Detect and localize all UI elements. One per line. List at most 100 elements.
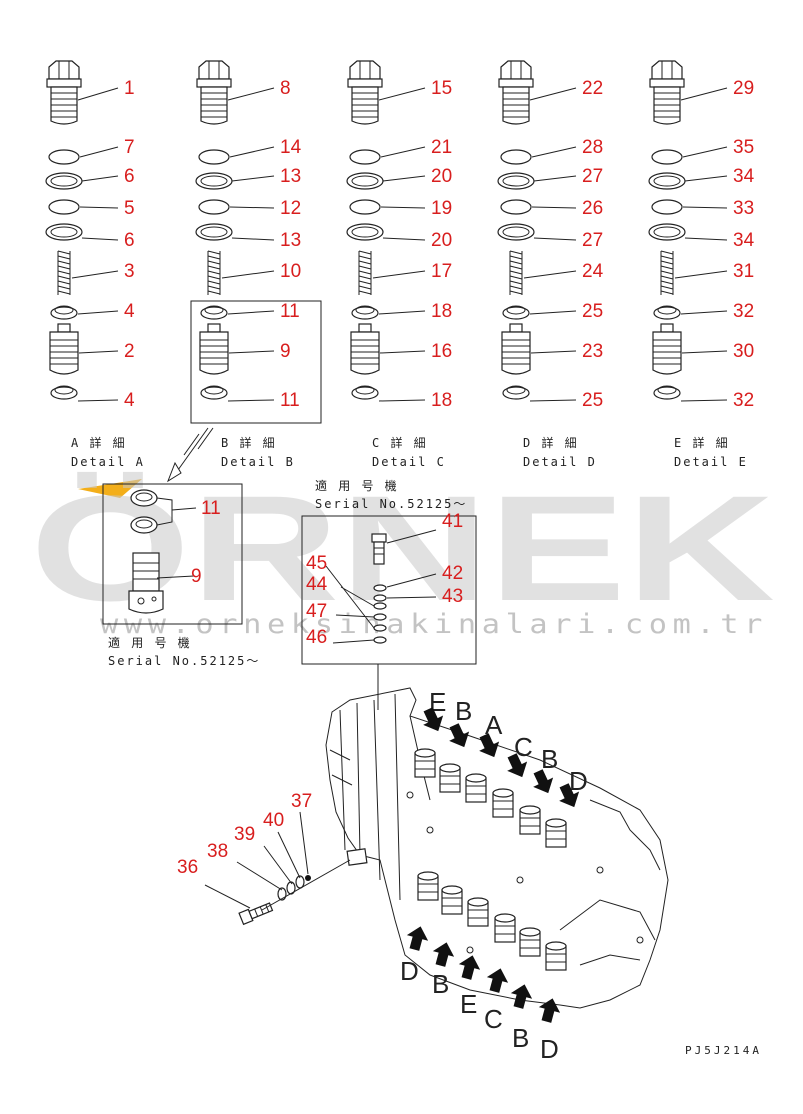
part-plug-symbol bbox=[46, 60, 82, 125]
part-seat-symbol bbox=[653, 305, 681, 320]
part-number-34: 34 bbox=[733, 166, 755, 187]
spool-symbol bbox=[492, 788, 514, 818]
detail-b-arrow-shaft bbox=[183, 427, 214, 456]
part-number-25: 25 bbox=[582, 301, 603, 322]
part-valve-symbol bbox=[501, 323, 531, 375]
part-number-2: 2 bbox=[124, 341, 135, 362]
part-spring-symbol bbox=[660, 250, 674, 296]
part-number-8: 8 bbox=[280, 78, 291, 99]
detail-b-pointer bbox=[177, 427, 209, 471]
part-backup-symbol bbox=[195, 172, 233, 190]
detail-title-jp: B 詳 細 bbox=[221, 435, 277, 450]
leader-line bbox=[681, 350, 728, 354]
detail-title-jp: E 詳 細 bbox=[674, 435, 730, 450]
part-seat-symbol bbox=[502, 305, 530, 320]
part-backup-symbol bbox=[45, 172, 83, 190]
leader-line bbox=[674, 270, 728, 279]
part-oring-symbol bbox=[500, 149, 532, 165]
part-number-14: 14 bbox=[280, 137, 302, 158]
detail-b-arrowhead bbox=[166, 461, 182, 483]
serial-jp-left: 適 用 号 機 bbox=[108, 635, 192, 650]
arrow-letter-top-a: A bbox=[485, 710, 503, 740]
arrow-letter-bottom-d: D bbox=[400, 956, 419, 986]
spool-symbol bbox=[465, 773, 487, 803]
detail-title-jp: A 詳 細 bbox=[71, 435, 127, 450]
ring-44 bbox=[373, 602, 387, 610]
part-number-20: 20 bbox=[431, 166, 452, 187]
part-backup-symbol bbox=[497, 223, 535, 241]
part-number-20: 20 bbox=[431, 230, 452, 251]
spool-symbol bbox=[414, 748, 436, 778]
part-number-44: 44 bbox=[306, 574, 328, 595]
part-spring-symbol bbox=[207, 250, 221, 296]
arrow-letter-top-b: B bbox=[455, 696, 472, 726]
detail-title-jp: C 詳 細 bbox=[372, 435, 428, 450]
part-number-30: 30 bbox=[733, 341, 754, 362]
part-spring-symbol bbox=[358, 250, 372, 296]
leader-line bbox=[533, 175, 577, 182]
part-seat-symbol bbox=[50, 305, 78, 320]
part-backup-symbol bbox=[45, 223, 83, 241]
part-number-3: 3 bbox=[124, 261, 135, 282]
leader-line bbox=[682, 146, 728, 158]
part-number-41: 41 bbox=[442, 511, 463, 532]
side-port-parts: 37 40 39 38 36 bbox=[177, 791, 351, 926]
detail-title-en: Detail B bbox=[221, 455, 295, 469]
arrow-up-icon bbox=[507, 981, 536, 1011]
leader-line bbox=[529, 310, 577, 315]
part-seat-symbol bbox=[351, 305, 379, 320]
part-number-11: 11 bbox=[280, 301, 300, 322]
part-spring-symbol bbox=[57, 250, 71, 296]
part-backup-symbol bbox=[346, 223, 384, 241]
leader-line bbox=[529, 399, 577, 402]
part-number-18: 18 bbox=[431, 390, 452, 411]
arrow-up-icon bbox=[535, 995, 564, 1025]
part-number-23: 23 bbox=[582, 341, 603, 362]
part-number-33: 33 bbox=[733, 198, 754, 219]
leader-line bbox=[680, 87, 728, 101]
detail-title-en: Detail E bbox=[674, 455, 748, 469]
leader-9-left bbox=[156, 575, 195, 579]
leader-line bbox=[79, 206, 119, 209]
center-leaders bbox=[325, 529, 437, 644]
arrow-letter-bottom-b: B bbox=[432, 969, 449, 999]
part-valve-symbol bbox=[350, 323, 380, 375]
spool-symbol bbox=[494, 913, 516, 943]
part-number-38: 38 bbox=[207, 841, 228, 862]
leader-line bbox=[382, 237, 426, 241]
part-number-19: 19 bbox=[431, 198, 452, 219]
leader-line bbox=[77, 399, 119, 402]
arrow-up-icon bbox=[403, 923, 432, 953]
arrow-letter-top-b: B bbox=[541, 744, 558, 774]
part-oring-symbol bbox=[500, 199, 532, 215]
part-oring-symbol bbox=[349, 149, 381, 165]
arrow-letter-bottom-b: B bbox=[512, 1023, 529, 1053]
part-number-16: 16 bbox=[431, 341, 452, 362]
part-number-15: 15 bbox=[431, 78, 452, 99]
leader-line bbox=[380, 146, 426, 158]
leader-line bbox=[531, 206, 577, 209]
part-plug-symbol bbox=[649, 60, 685, 125]
part-number-4: 4 bbox=[124, 390, 135, 411]
part-number-31: 31 bbox=[733, 261, 754, 282]
part-number-4: 4 bbox=[124, 301, 135, 322]
part-number-6: 6 bbox=[124, 166, 135, 187]
part-seat-symbol bbox=[200, 385, 228, 400]
part-number-1: 1 bbox=[124, 78, 135, 99]
part-number-36: 36 bbox=[177, 857, 198, 878]
part-number-9: 9 bbox=[280, 341, 291, 362]
part-number-17: 17 bbox=[431, 261, 452, 282]
part-backup-symbol bbox=[346, 172, 384, 190]
leader-line bbox=[684, 175, 728, 182]
ring-42 bbox=[373, 584, 387, 592]
part-oring-symbol bbox=[198, 199, 230, 215]
leader-line bbox=[531, 146, 577, 158]
part-number-34: 34 bbox=[733, 230, 755, 251]
